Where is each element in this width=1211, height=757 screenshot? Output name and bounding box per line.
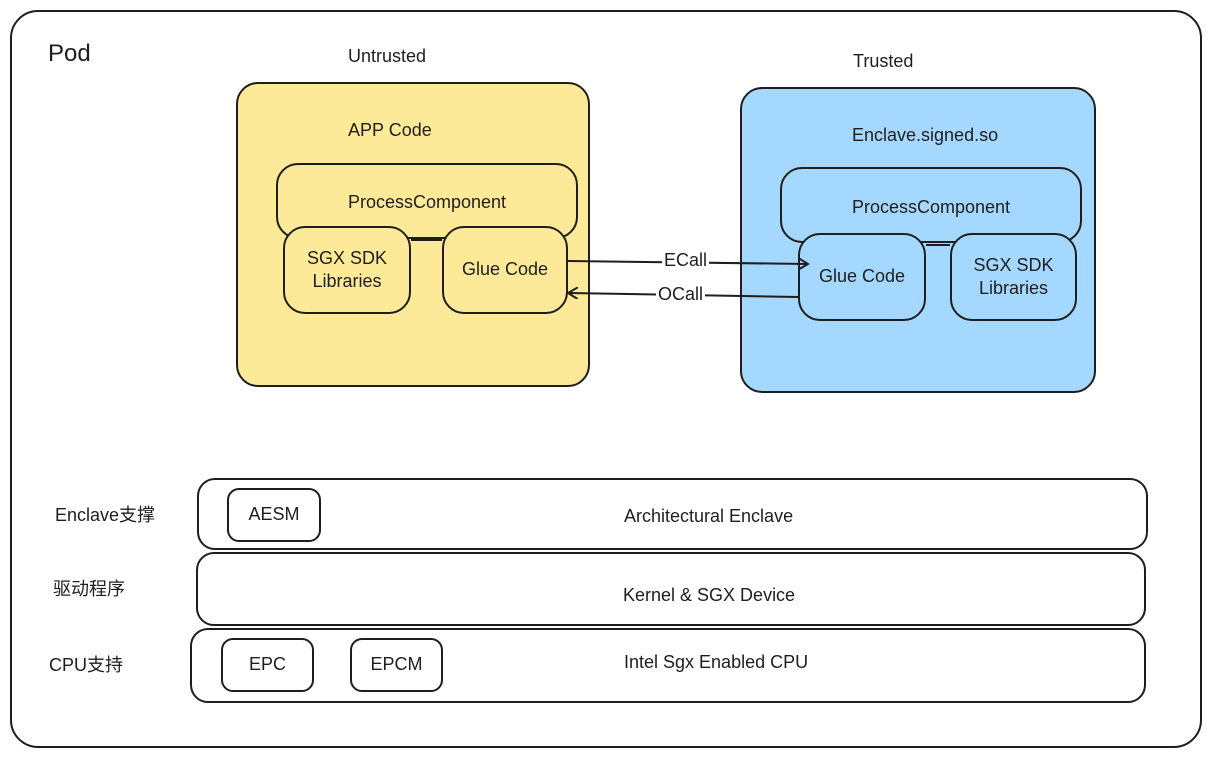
aesm-label: AESM (248, 504, 300, 525)
ecall-label: ECall (662, 250, 710, 272)
trusted-sgx-sdk-libraries: SGX SDK Libraries (950, 233, 1077, 321)
pod-title: Pod (48, 40, 91, 67)
untrusted-sgx-sdk-libraries-label: SGX SDK Libraries (306, 247, 388, 291)
epcm-box: EPCM (350, 638, 443, 692)
epc-label: EPC (248, 654, 286, 675)
trusted-process-component: ProcessComponent (780, 167, 1082, 243)
untrusted-glue-code-label: Glue Code (461, 259, 549, 280)
sgx-cpu-layer (190, 628, 1146, 703)
app-code-title: APP Code (348, 120, 432, 140)
untrusted-process-component-label: ProcessComponent (347, 192, 507, 212)
kernel-sgx-device-title: Kernel & SGX Device (623, 585, 796, 605)
epc-box: EPC (221, 638, 314, 692)
architectural-enclave-title: Architectural Enclave (624, 506, 794, 526)
driver-label: 驱动程序 (53, 579, 125, 599)
epcm-label: EPCM (370, 654, 423, 675)
trusted-glue-code: Glue Code (798, 233, 926, 321)
untrusted-sgx-sdk-libraries: SGX SDK Libraries (283, 226, 411, 314)
aesm-box: AESM (227, 488, 321, 542)
cpu-support-label: CPU支持 (49, 655, 124, 675)
enclave-support-label: Enclave支撑 (55, 505, 156, 525)
trusted-glue-code-label: Glue Code (818, 266, 906, 287)
untrusted-glue-code: Glue Code (442, 226, 568, 314)
trusted-sgx-sdk-libraries-label: SGX SDK Libraries (973, 254, 1054, 298)
enclave-signed-title: Enclave.signed.so (852, 125, 999, 145)
ocall-label: OCall (656, 284, 706, 306)
trusted-heading: Trusted (853, 51, 914, 71)
pod-container (10, 10, 1202, 748)
kernel-sgx-device-layer (196, 552, 1146, 626)
architectural-enclave-layer (197, 478, 1148, 550)
trusted-process-component-label: ProcessComponent (851, 197, 1011, 217)
sgx-cpu-title: Intel Sgx Enabled CPU (624, 652, 809, 672)
untrusted-heading: Untrusted (348, 46, 427, 66)
